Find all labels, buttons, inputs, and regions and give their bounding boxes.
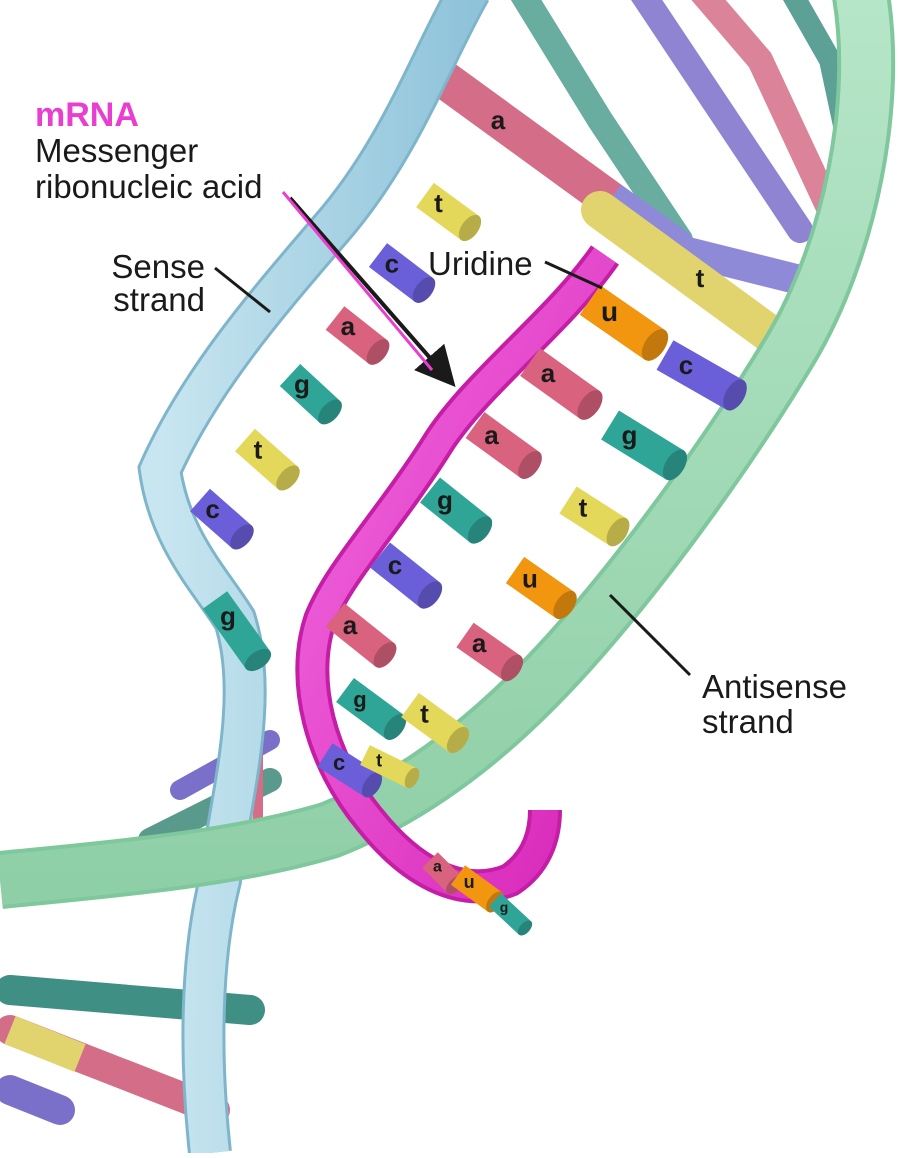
mrna-base-t-letter: t xyxy=(376,751,382,771)
sense-base-g-letter: g xyxy=(294,369,310,399)
sense-base-g: g xyxy=(279,363,342,425)
mrna-title-label: mRNA xyxy=(35,96,139,134)
mrna-base-c: c xyxy=(317,743,383,798)
sense-label-line1: Sense xyxy=(111,248,205,285)
antisense-label-line2: strand xyxy=(702,703,794,740)
mrna-base-g-letter: g xyxy=(353,687,366,712)
sense-base-c: c xyxy=(368,243,436,303)
mrna-base-g: g xyxy=(601,410,688,481)
mrna-base-u: u xyxy=(505,556,577,620)
mrna-base-u-letter: u xyxy=(522,563,538,593)
mrna-base-u-letter: u xyxy=(601,296,618,327)
sense-base-c: c xyxy=(190,488,254,550)
mrna-backbone xyxy=(295,245,619,904)
sense-base-c-letter: c xyxy=(205,494,219,524)
mrna-base-a-letter: a xyxy=(433,859,442,876)
mrna-base-t-letter: t xyxy=(579,492,588,522)
sense-base-t: t xyxy=(235,428,300,491)
uridine-label: Uridine xyxy=(428,245,533,282)
mrna-subtitle-line2: ribonucleic acid xyxy=(35,168,263,205)
mrna-base-g-letter: g xyxy=(437,485,453,515)
mrna-base-a: a xyxy=(325,603,397,668)
mrna-base-a-letter: a xyxy=(484,420,499,450)
sense-base-g: g xyxy=(202,591,272,672)
mrna-base-c: c xyxy=(370,542,443,609)
mrna-base-a-letter: a xyxy=(472,628,487,658)
sense-base-t: t xyxy=(416,182,482,242)
mrna-base-a-letter: a xyxy=(541,358,556,388)
sense-label-line2: strand xyxy=(113,281,205,318)
mrna-subtitle-line1: Messenger xyxy=(35,132,199,169)
mrna-base-c-letter: c xyxy=(679,350,693,380)
mrna-base-t: t xyxy=(401,692,470,754)
antisense-label-line1: Antisense xyxy=(702,668,847,705)
sense-base-a: a xyxy=(325,306,390,365)
sense-strand-backbone xyxy=(137,0,490,1156)
mrna-base-t-letter: t xyxy=(420,698,429,728)
mrna-base-c-letter: c xyxy=(333,750,345,775)
sense-base-a-letter: a xyxy=(341,311,356,341)
sense-base-g-letter: g xyxy=(220,601,236,631)
mrna-base-t: t xyxy=(559,486,630,547)
mrna-base-c: c xyxy=(656,340,747,411)
mrna-base-g: g xyxy=(420,477,493,544)
mrna-base-a: a xyxy=(520,348,603,420)
mrna-base-g: g xyxy=(488,893,533,936)
sense-base-t-letter: t xyxy=(254,434,263,464)
antisense-strand-backbone xyxy=(0,0,896,909)
mrna-base-g-letter: g xyxy=(622,420,638,450)
mrna-base-a-letter: a xyxy=(343,610,358,640)
mrna-base-a: a xyxy=(465,412,542,479)
sense-base-t-letter: t xyxy=(434,188,443,218)
uridine-leader-line xyxy=(544,260,603,290)
mrna-pointer-highlight xyxy=(281,191,434,371)
mrna-base-c-letter: c xyxy=(388,550,402,580)
upper-base-a-letter: a xyxy=(491,105,506,135)
mrna-base-a: a xyxy=(456,622,524,682)
mrna-base-t: t xyxy=(360,745,420,789)
upper-base-t-letter: t xyxy=(696,263,705,293)
leader-lines xyxy=(214,191,692,677)
mrna-base-u: u xyxy=(579,285,669,361)
mrna-pointer-arrow xyxy=(288,196,456,388)
sense-leader-line xyxy=(214,266,271,314)
mrna-base-g-letter: g xyxy=(500,899,509,915)
antisense-leader-line xyxy=(608,593,692,677)
mrna-base-u-letter: u xyxy=(464,872,475,892)
sense-base-c-letter: c xyxy=(385,248,399,278)
upper-rung-t xyxy=(581,191,804,364)
mrna-base-g: g xyxy=(336,677,407,741)
